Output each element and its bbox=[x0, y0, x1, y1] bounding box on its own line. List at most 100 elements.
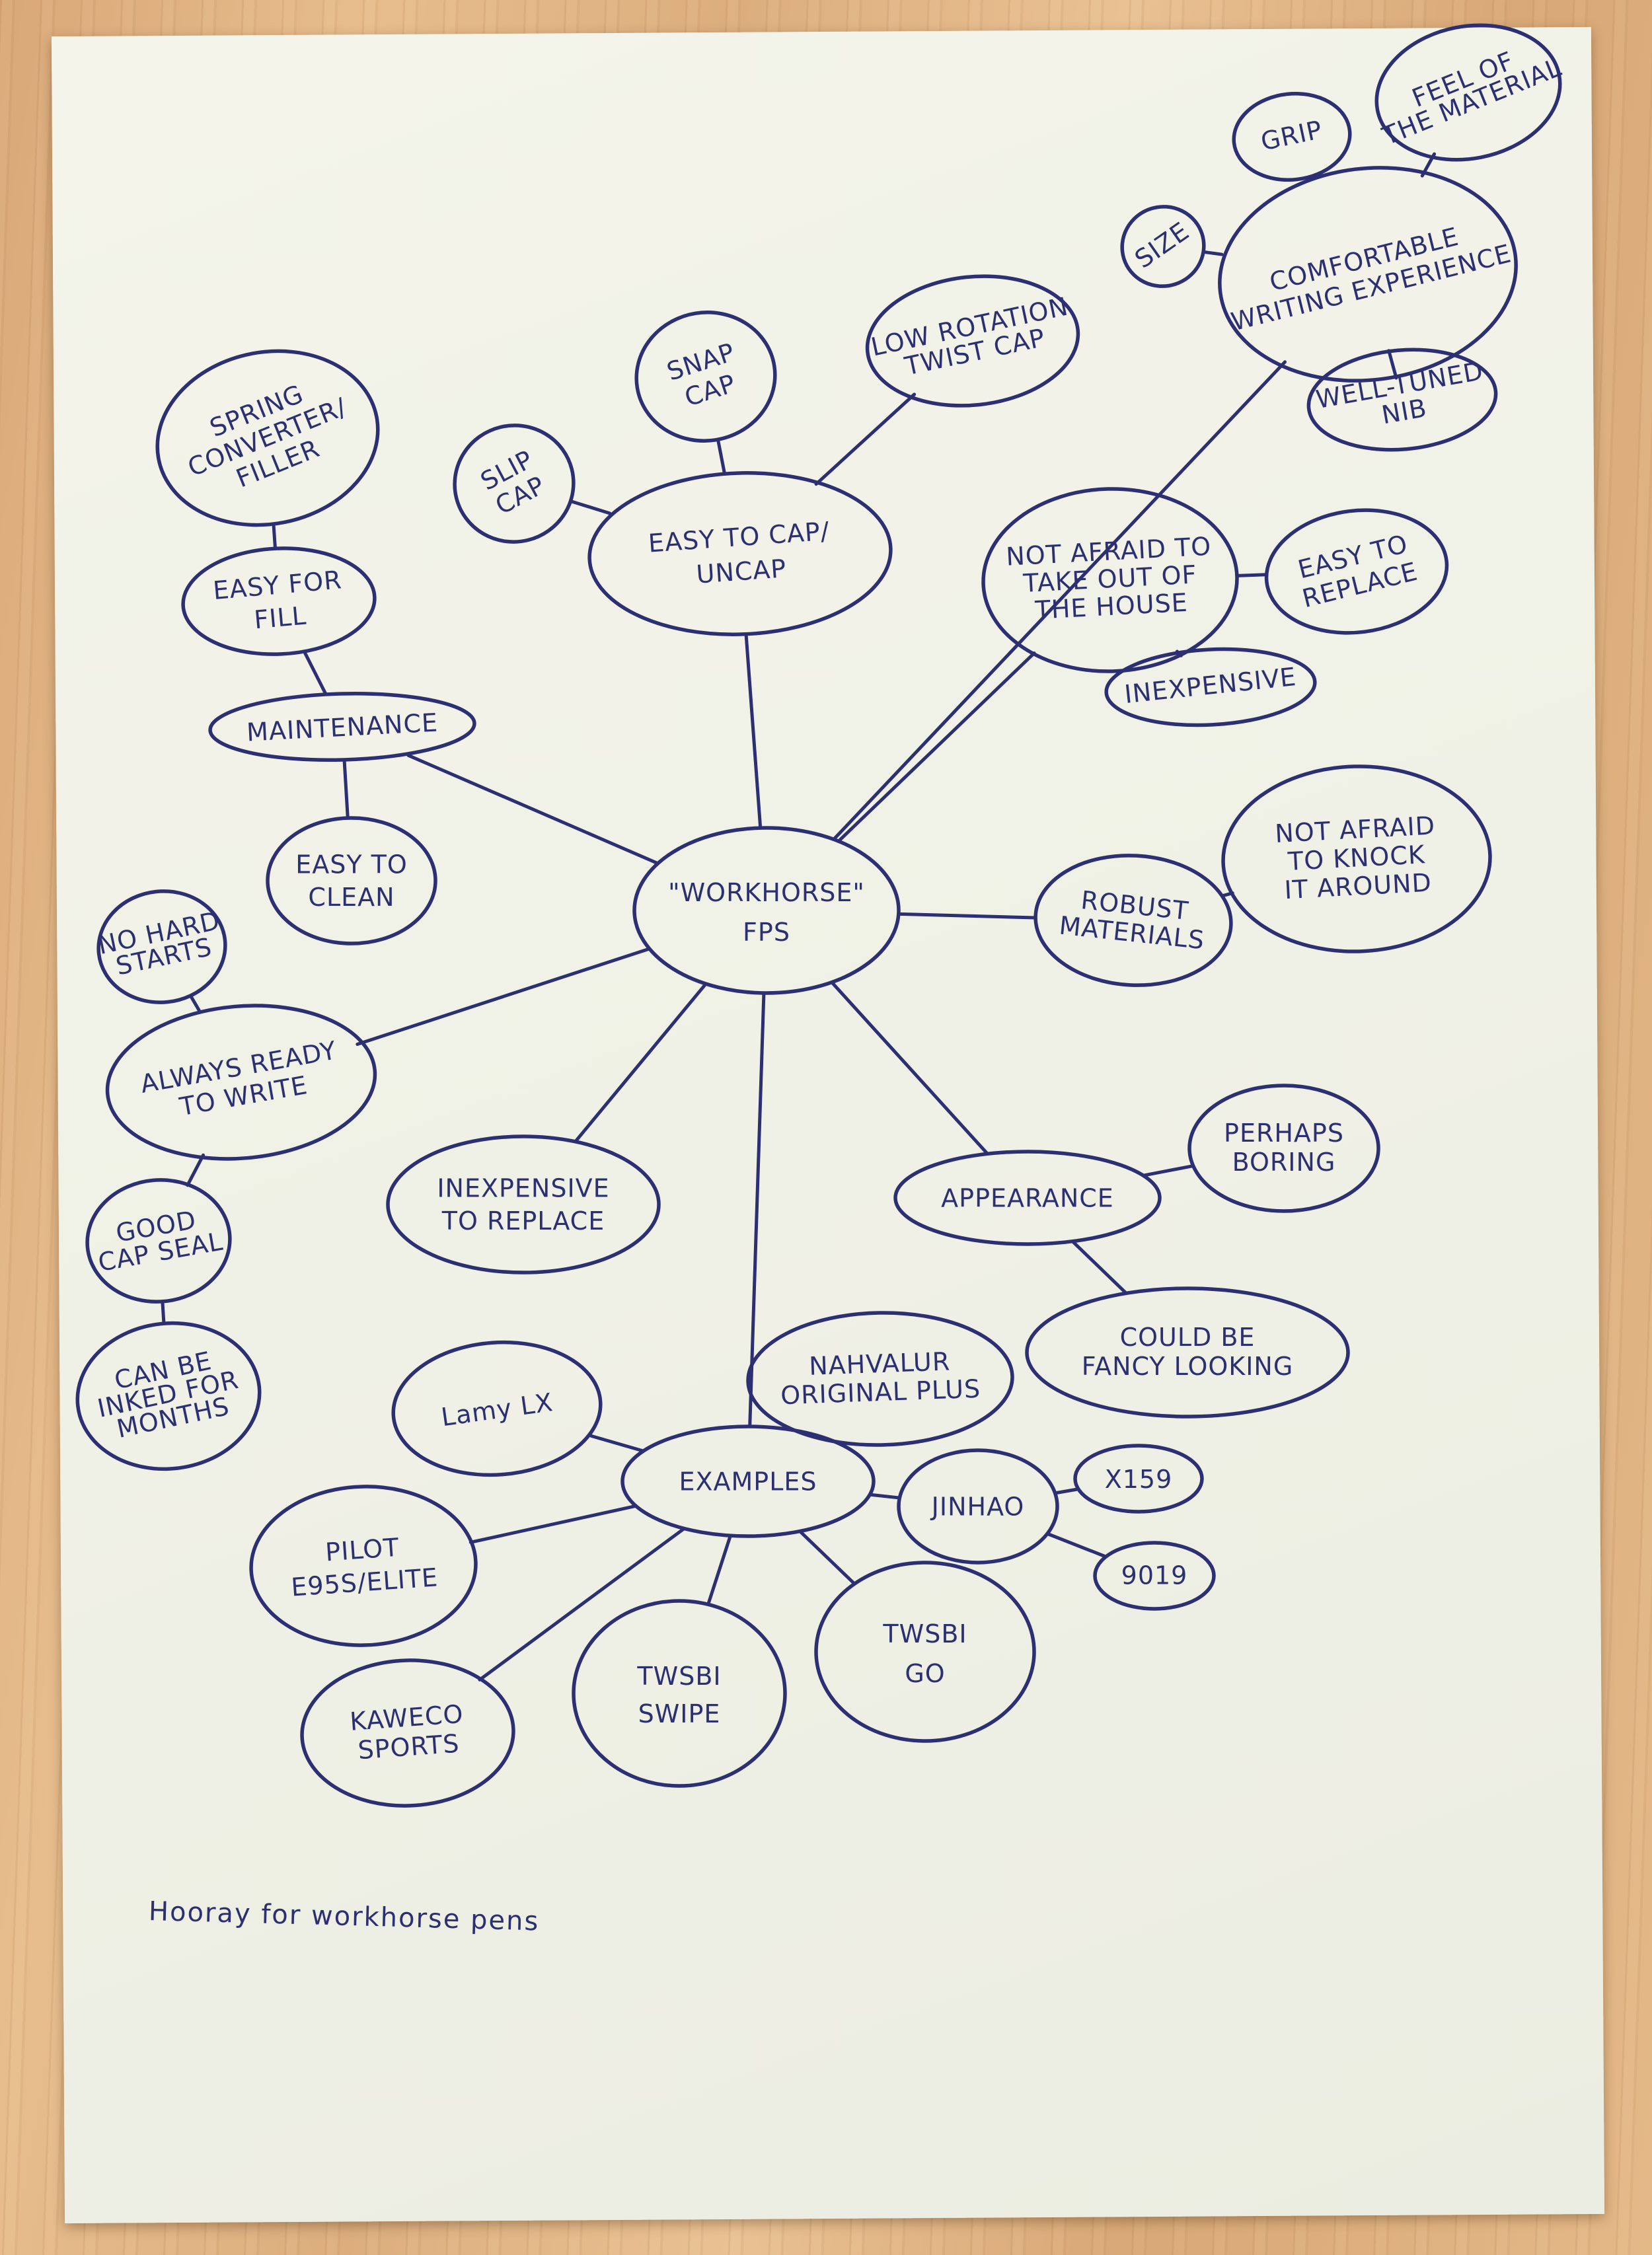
node-center: "WORKHORSE"FPS bbox=[632, 826, 901, 995]
node-inked-months-label: CAN BEINKED FORMONTHS bbox=[90, 1341, 246, 1446]
edge-center-to-always-ready bbox=[356, 947, 652, 1047]
node-jinhao: JINHAO bbox=[897, 1448, 1059, 1565]
node-no-hard-starts-outline bbox=[96, 889, 227, 1004]
node-size-label: SIZE bbox=[1129, 216, 1194, 274]
edge-comfortable-to-size bbox=[1201, 250, 1224, 256]
node-slip-cap-label: SLIPCAP bbox=[476, 445, 551, 521]
node-snap-cap-label: SNAPCAP bbox=[663, 337, 748, 415]
edge-appearance-to-perhaps-boring bbox=[1141, 1164, 1195, 1177]
node-appearance: APPEARANCE bbox=[893, 1150, 1162, 1246]
node-perhaps-boring-outline bbox=[1187, 1084, 1380, 1213]
node-easy-clean-label: EASY TO CLEAN bbox=[295, 850, 408, 912]
node-twsbi-go: TWSBI GO bbox=[814, 1561, 1036, 1743]
node-comfortable-label: COMFORTABLEWRITING EXPERIENCE bbox=[1221, 211, 1515, 337]
node-nahvalur-outline bbox=[746, 1311, 1014, 1447]
node-grip-line-0: GRIP bbox=[1258, 115, 1325, 157]
node-lamy-lx-label: Lamy LX bbox=[439, 1387, 555, 1432]
node-twsbi-go-line-0: TWSBI bbox=[882, 1619, 967, 1648]
node-easy-replace-outline bbox=[1264, 508, 1449, 635]
node-center-line-0: "WORKHORSE" bbox=[668, 878, 865, 907]
edge-easy-cap-to-snap-cap bbox=[716, 437, 726, 476]
node-examples-line-0: EXAMPLES bbox=[679, 1467, 817, 1496]
node-x159-label: X159 bbox=[1105, 1465, 1173, 1494]
node-twsbi-swipe-outline bbox=[572, 1599, 787, 1788]
edge-jinhao-to-j9019 bbox=[1045, 1532, 1108, 1559]
edge-center-to-robust bbox=[897, 912, 1037, 920]
node-good-cap-seal: GOODCAP SEAL bbox=[85, 1178, 232, 1304]
node-pilot-line-0: PILOT bbox=[324, 1533, 400, 1567]
node-kaweco-line-1: SPORTS bbox=[357, 1729, 461, 1765]
node-easy-cap-outline bbox=[587, 471, 893, 636]
node-slip-cap: SLIPCAP bbox=[453, 424, 576, 544]
node-size: SIZE bbox=[1120, 205, 1206, 288]
node-kaweco: KAWECOSPORTS bbox=[300, 1658, 515, 1808]
edge-center-to-easy-cap bbox=[744, 632, 763, 830]
node-jinhao-outline bbox=[897, 1448, 1059, 1565]
node-always-ready-label: ALWAYS READYTO WRITE bbox=[138, 1035, 344, 1127]
node-spring-converter-label: SPRINGCONVERTER/FILLER bbox=[173, 366, 361, 509]
node-snap-cap: SNAPCAP bbox=[634, 311, 777, 443]
node-j9019-line-0: 9019 bbox=[1121, 1561, 1188, 1590]
node-not-afraid-knock-label: NOT AFRAIDTO KNOCKIT AROUND bbox=[1274, 811, 1439, 905]
node-easy-refill-label: EASY FORFILL bbox=[212, 565, 346, 638]
node-inked-months: CAN BEINKED FORMONTHS bbox=[75, 1321, 262, 1471]
edge-center-to-maintenance bbox=[406, 753, 660, 866]
node-kaweco-outline bbox=[300, 1658, 515, 1808]
node-grip-label: GRIP bbox=[1258, 115, 1325, 157]
edge-maintenance-to-easy-clean bbox=[342, 758, 350, 820]
node-perhaps-boring-line-0: PERHAPS bbox=[1224, 1119, 1344, 1148]
node-easy-refill-outline bbox=[181, 546, 377, 656]
node-easy-cap-label: EASY TO CAP/UNCAP bbox=[648, 517, 833, 593]
edge-always-ready-to-good-cap-seal bbox=[186, 1153, 206, 1187]
node-not-afraid-knock: NOT AFRAIDTO KNOCKIT AROUND bbox=[1221, 764, 1492, 953]
node-nib: WELL-TUNEDNIB bbox=[1306, 348, 1498, 452]
node-twsbi-go-line-1: GO bbox=[905, 1659, 945, 1688]
node-spring-converter-outline bbox=[155, 349, 380, 527]
node-examples-label: EXAMPLES bbox=[679, 1467, 817, 1496]
node-good-cap-seal-label: GOODCAP SEAL bbox=[91, 1201, 225, 1277]
node-nahvalur-line-1: ORIGINAL PLUS bbox=[780, 1374, 981, 1411]
edge-jinhao-to-x159 bbox=[1053, 1487, 1080, 1495]
edge-easy-refill-to-spring-converter bbox=[272, 522, 277, 550]
node-twist-cap: LOW ROTATIONTWIST CAP bbox=[865, 274, 1080, 408]
node-inexpensive-small-label: INEXPENSIVE bbox=[1123, 662, 1298, 709]
node-robust: ROBUSTMATERIALS bbox=[1033, 854, 1233, 987]
node-inexpensive-small: INEXPENSIVE bbox=[1104, 647, 1317, 727]
node-inked-months-outline bbox=[75, 1321, 262, 1471]
node-pilot: PILOTE95S/ELITE bbox=[249, 1485, 478, 1647]
node-inexpensive-small-outline bbox=[1104, 647, 1317, 727]
node-nib-label: WELL-TUNEDNIB bbox=[1314, 356, 1490, 441]
edge-center-to-inexpensive-replace bbox=[574, 982, 708, 1144]
node-lamy-lx-line-0: Lamy LX bbox=[439, 1387, 555, 1432]
edge-examples-to-pilot bbox=[469, 1504, 638, 1544]
node-examples: EXAMPLES bbox=[620, 1424, 876, 1538]
node-easy-clean: EASY TO CLEAN bbox=[266, 816, 437, 945]
edge-maintenance-to-easy-refill bbox=[303, 650, 328, 696]
node-easy-clean-line-1: CLEAN bbox=[308, 883, 394, 912]
edge-examples-to-twsbi-swipe bbox=[706, 1534, 732, 1606]
node-no-hard-starts-label: NO HARDSTARTS bbox=[95, 906, 227, 984]
node-not-afraid-knock-line-1: TO KNOCK bbox=[1287, 840, 1426, 876]
node-maintenance: MAINTENANCE bbox=[208, 691, 476, 762]
node-easy-cap: EASY TO CAP/UNCAP bbox=[587, 471, 893, 636]
node-not-afraid-knock-outline bbox=[1221, 764, 1492, 953]
node-comfortable-outline bbox=[1218, 166, 1518, 383]
node-fancy-looking-line-1: FANCY LOOKING bbox=[1082, 1352, 1294, 1381]
node-always-ready-outline bbox=[105, 1004, 377, 1161]
node-easy-cap-line-1: UNCAP bbox=[695, 554, 787, 589]
node-twsbi-go-label: TWSBI GO bbox=[882, 1619, 967, 1688]
node-nahvalur: NAHVALURORIGINAL PLUS bbox=[746, 1311, 1014, 1447]
node-feel-material-outline bbox=[1374, 23, 1562, 162]
node-robust-outline bbox=[1033, 854, 1233, 987]
node-easy-replace-label: EASY TOREPLACE bbox=[1293, 529, 1421, 614]
edge-good-cap-seal-to-inked-months bbox=[161, 1300, 166, 1325]
node-easy-clean-line-0: EASY TO bbox=[295, 850, 408, 879]
edge-appearance-to-fancy-looking bbox=[1070, 1239, 1128, 1295]
node-inexpensive-replace-outline bbox=[386, 1134, 661, 1275]
edge-center-to-appearance bbox=[830, 980, 989, 1156]
